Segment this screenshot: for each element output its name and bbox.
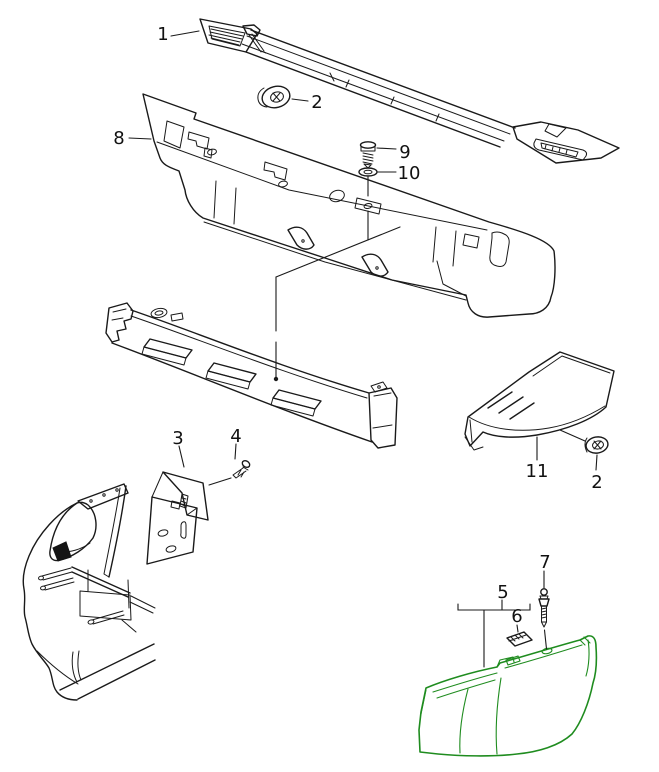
callout-side-bracket: 3 [172, 428, 183, 449]
callout-trim-strip: 1 [157, 24, 168, 45]
callout-grommet-side: 2 [591, 472, 602, 493]
callout-bumper-cover: 5 [497, 582, 508, 603]
part-trim-strip: 1 [157, 18, 620, 164]
part-impact-beam [105, 302, 398, 449]
part-rear-panel: 8 [113, 93, 556, 318]
leader-screw-to-beam [273, 176, 401, 382]
callout-washer: 10 [398, 163, 421, 184]
callout-rear-panel: 8 [113, 128, 124, 149]
part-grommet-side: 2 [559, 429, 609, 493]
callout-bracket-screw: 4 [230, 426, 241, 447]
callout-screw: 9 [399, 142, 410, 163]
part-clip: 6 [506, 606, 533, 647]
part-bracket-screw: 4 [208, 426, 251, 486]
callout-clip: 6 [511, 606, 522, 627]
callout-stud: 7 [539, 552, 550, 573]
part-stud: 7 [538, 552, 551, 650]
part-washer: 10 [358, 163, 421, 184]
callout-cover: 11 [526, 461, 549, 482]
part-bumper-cover: 5 [418, 582, 598, 757]
part-side-bracket: 3 [146, 428, 209, 565]
part-grommet-top: 2 [257, 85, 323, 113]
part-cover: 11 [464, 351, 615, 482]
callout-grommet-top: 2 [311, 92, 322, 113]
body-corner-section [22, 483, 156, 701]
part-screw: 9 [359, 141, 411, 169]
